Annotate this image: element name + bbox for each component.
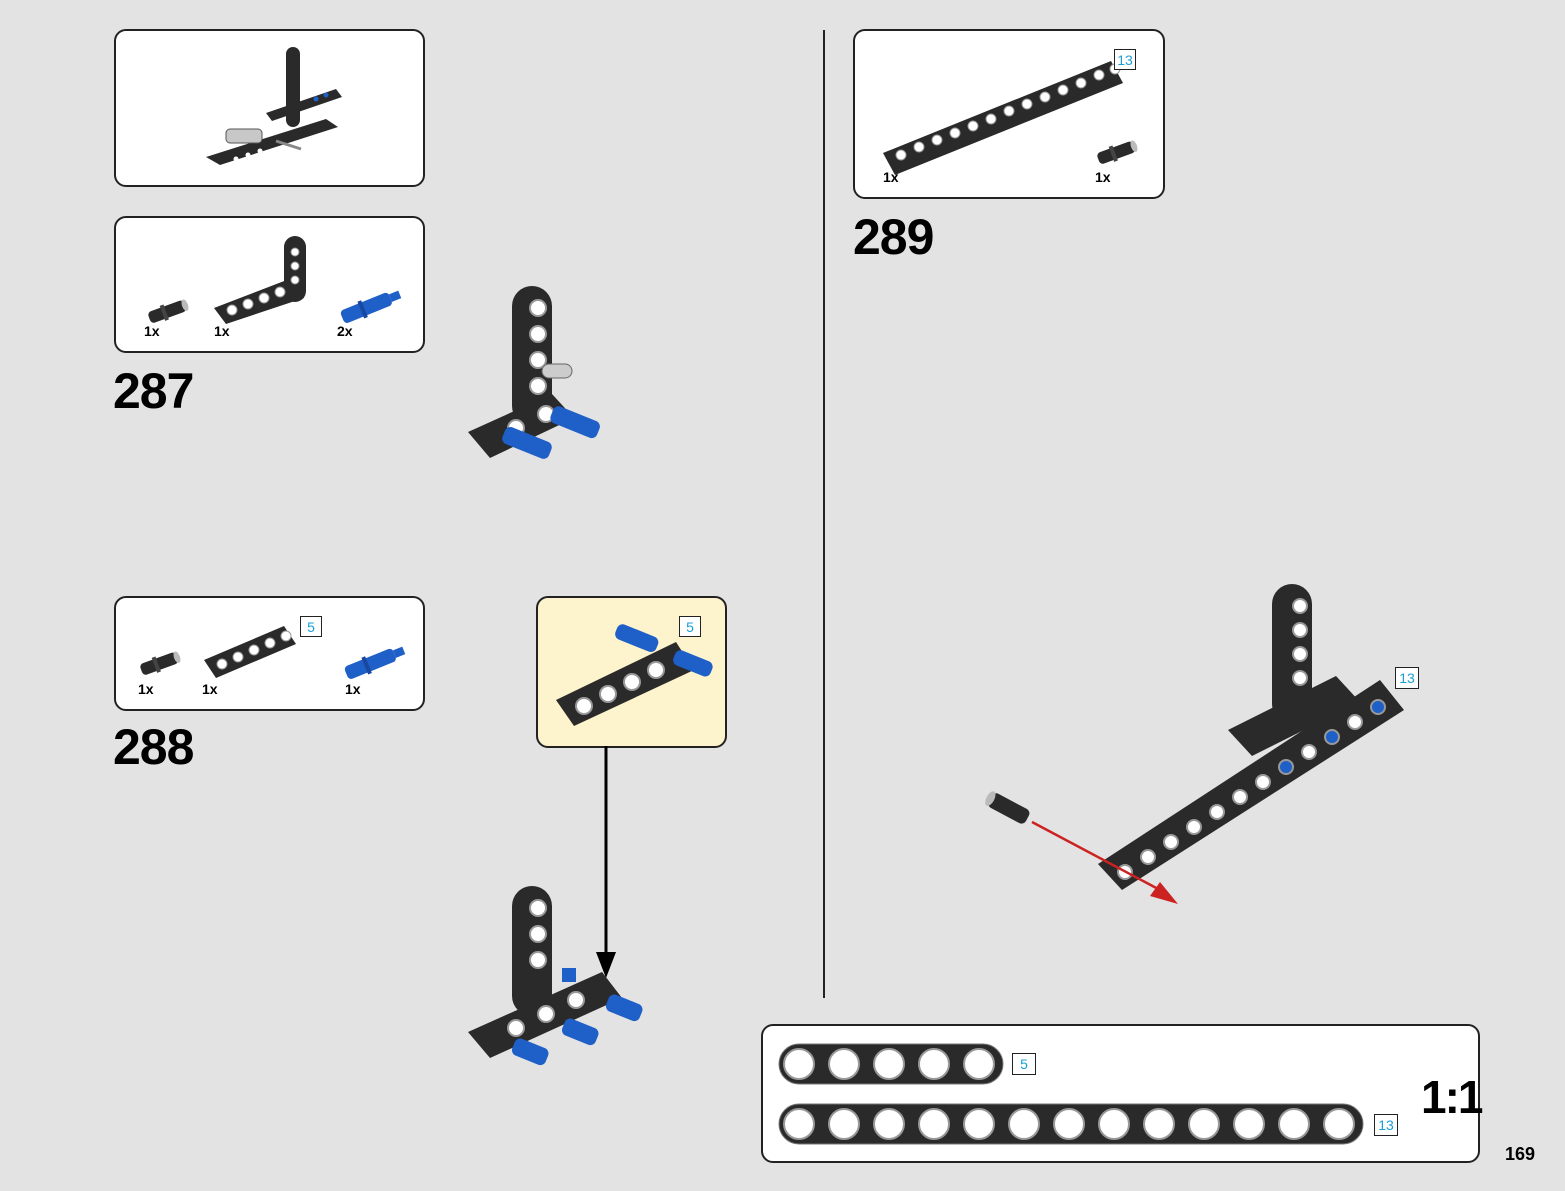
- step-287-part-2-qty: 1x: [214, 323, 230, 339]
- step-287-assembly-icon: [468, 286, 600, 459]
- previous-assembly-icon: [206, 47, 342, 165]
- l-beam-black-icon: [214, 236, 306, 324]
- ruler-beam-5-length-badge: 5: [1012, 1053, 1036, 1075]
- step-288-parts-panel: 1x 1x 5 1x: [114, 596, 425, 711]
- step-289-parts-panel: 1x 13 1x: [853, 29, 1165, 199]
- step-287-part-1-qty: 1x: [144, 323, 160, 339]
- step-288-beam-length-badge: 5: [300, 616, 322, 637]
- step-288-subassembly-callout: 5: [536, 596, 727, 748]
- step-288-part-2-qty: 1x: [202, 681, 218, 697]
- step-289-assembly-icon: [985, 584, 1404, 904]
- scale-label: 1:1: [1421, 1071, 1484, 1123]
- down-arrow-icon: [596, 746, 616, 978]
- step-288-part-1-qty: 1x: [138, 681, 154, 697]
- page-number: 169: [1504, 1144, 1535, 1164]
- scale-ruler-panel: 5 13 1:1: [761, 1024, 1484, 1163]
- step-289-part-1-qty: 1x: [883, 169, 899, 185]
- axle-pin-blue-icon: [344, 646, 406, 679]
- page-divider: [823, 30, 825, 998]
- step-288-assembly-icon: [468, 886, 643, 1066]
- step-289-assembly-length-badge: 13: [1395, 667, 1419, 689]
- previous-assembly-panel: [114, 29, 425, 187]
- beam-5-black-icon: [204, 626, 296, 678]
- step-287-number: 287: [113, 363, 194, 419]
- beam-5-ruler-icon: [778, 1043, 1004, 1085]
- step-287-part-3-qty: 2x: [337, 323, 353, 339]
- step-289-number: 289: [853, 209, 934, 265]
- beam-13-ruler-icon: [778, 1103, 1364, 1145]
- ruler-beam-13-length-badge: 13: [1374, 1114, 1398, 1136]
- step-288-number: 288: [113, 719, 194, 775]
- step-288-subassembly-length-badge: 5: [679, 616, 701, 637]
- axle-pin-blue-icon: [340, 290, 402, 323]
- beam-13-black-icon: [883, 61, 1123, 175]
- step-289-part-2-qty: 1x: [1095, 169, 1111, 185]
- beam-5-subassembly-icon: [556, 624, 713, 726]
- step-289-beam-length-badge: 13: [1114, 49, 1136, 70]
- step-287-parts-panel: 1x 1x 2x: [114, 216, 425, 353]
- step-288-part-3-qty: 1x: [345, 681, 361, 697]
- friction-pin-black-icon: [148, 299, 189, 323]
- friction-pin-black-icon: [140, 651, 181, 675]
- friction-pin-black-icon: [1097, 140, 1138, 164]
